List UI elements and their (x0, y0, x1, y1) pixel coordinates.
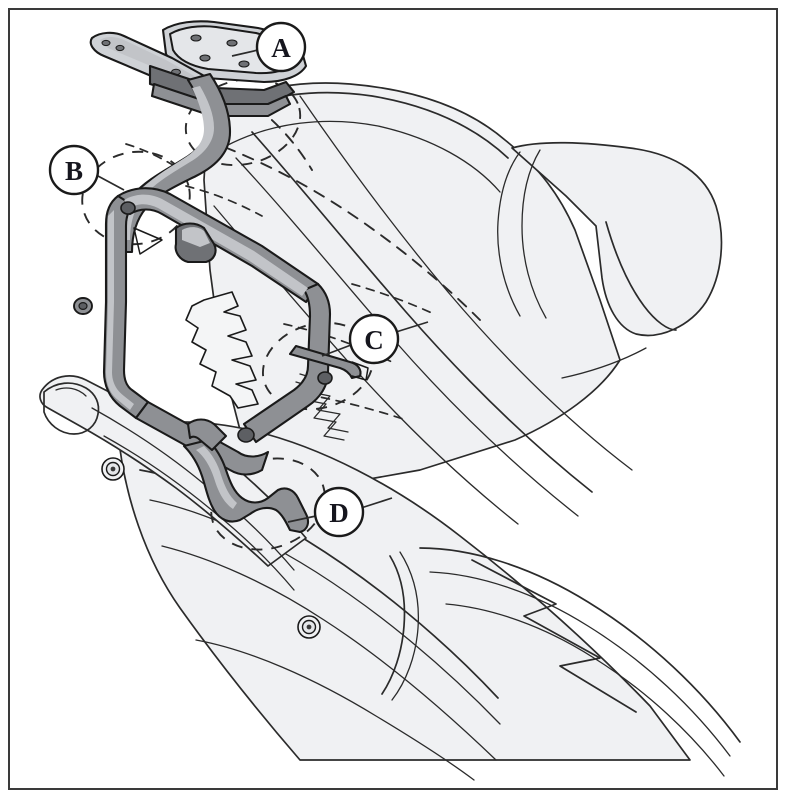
callout-b-circle (48, 144, 100, 196)
frame-mount-boss-upper (120, 201, 136, 215)
leader-c (321, 344, 352, 357)
callout-a-circle (255, 21, 307, 73)
lower-right-panel-inner2 (445, 603, 725, 777)
side-case-frame-rear-rail (242, 282, 332, 444)
side-case-frame-upper-rail (116, 187, 320, 304)
body-crease-upper (299, 95, 633, 471)
callout-b-label: B (65, 156, 83, 186)
frame-lower-link (186, 418, 228, 452)
leader-d (287, 515, 317, 523)
hidden-body-contour-2 (185, 185, 263, 217)
callout-d-label: D (329, 498, 349, 528)
hidden-body-contour-1 (205, 139, 481, 321)
callout-c-label: C (364, 325, 384, 355)
backrest-front-edge (497, 151, 521, 317)
lower-cowl-crease-3 (161, 545, 497, 761)
frame-mid-attachment-arm (288, 344, 362, 380)
leader-d2 (360, 497, 393, 509)
frame-mount-boss-lower (237, 427, 255, 443)
lower-panel-trim (471, 559, 637, 713)
panel-split (391, 551, 420, 701)
hidden-body-contour-6 (351, 283, 435, 315)
side-frame-highlight-front (106, 210, 134, 410)
backrest-inner-edge (605, 221, 677, 331)
callout-a-label: A (271, 33, 291, 63)
callout-c-circle (348, 313, 400, 365)
rack-bracket-lower-lip (150, 82, 292, 118)
frame-clamp-highlight (182, 227, 210, 247)
frame-mount-boss-rear (317, 371, 333, 385)
leader-c2 (395, 321, 429, 333)
callout-d[interactable]: D (313, 486, 365, 538)
rear-fender-edge (381, 555, 406, 695)
muffler-seam-2 (103, 435, 295, 591)
backrest-seam (521, 149, 547, 319)
side-frame-highlight-upper (124, 194, 308, 296)
upper-strut-highlight (122, 86, 214, 240)
rear-body-panel (251, 131, 593, 493)
cowl-bolt (297, 615, 321, 639)
lower-foot-highlight (196, 446, 237, 509)
emphasis-circle-a (184, 77, 302, 167)
hidden-body-contour-5 (125, 143, 185, 173)
callout-d-circle (313, 486, 365, 538)
leader-a (231, 49, 259, 57)
hidden-body-contour-4 (291, 391, 407, 421)
callout-b[interactable]: B (48, 144, 100, 196)
frame-mid-attachment-tip (351, 361, 369, 381)
backrest-lower-seam (561, 347, 647, 379)
muffler-endcap-inner (55, 387, 87, 397)
frame-mount-boss-mid (73, 297, 93, 315)
callout-a[interactable]: A (255, 21, 307, 73)
lower-cowl-lip (195, 639, 475, 781)
callout-c[interactable]: C (348, 313, 400, 365)
callout-leaders (97, 49, 429, 523)
emphasis-circle-b (81, 150, 191, 246)
leader-b (97, 175, 125, 191)
lower-right-panel-inner (429, 571, 731, 757)
seat-side-crease (225, 120, 501, 193)
muffler-endcap (43, 382, 100, 435)
lower-cowl-crease-2 (149, 499, 501, 725)
passenger-backrest (511, 141, 723, 337)
lower-right-panel (419, 547, 741, 743)
muffler-bolt (101, 457, 125, 481)
frame-gusset (133, 227, 163, 255)
